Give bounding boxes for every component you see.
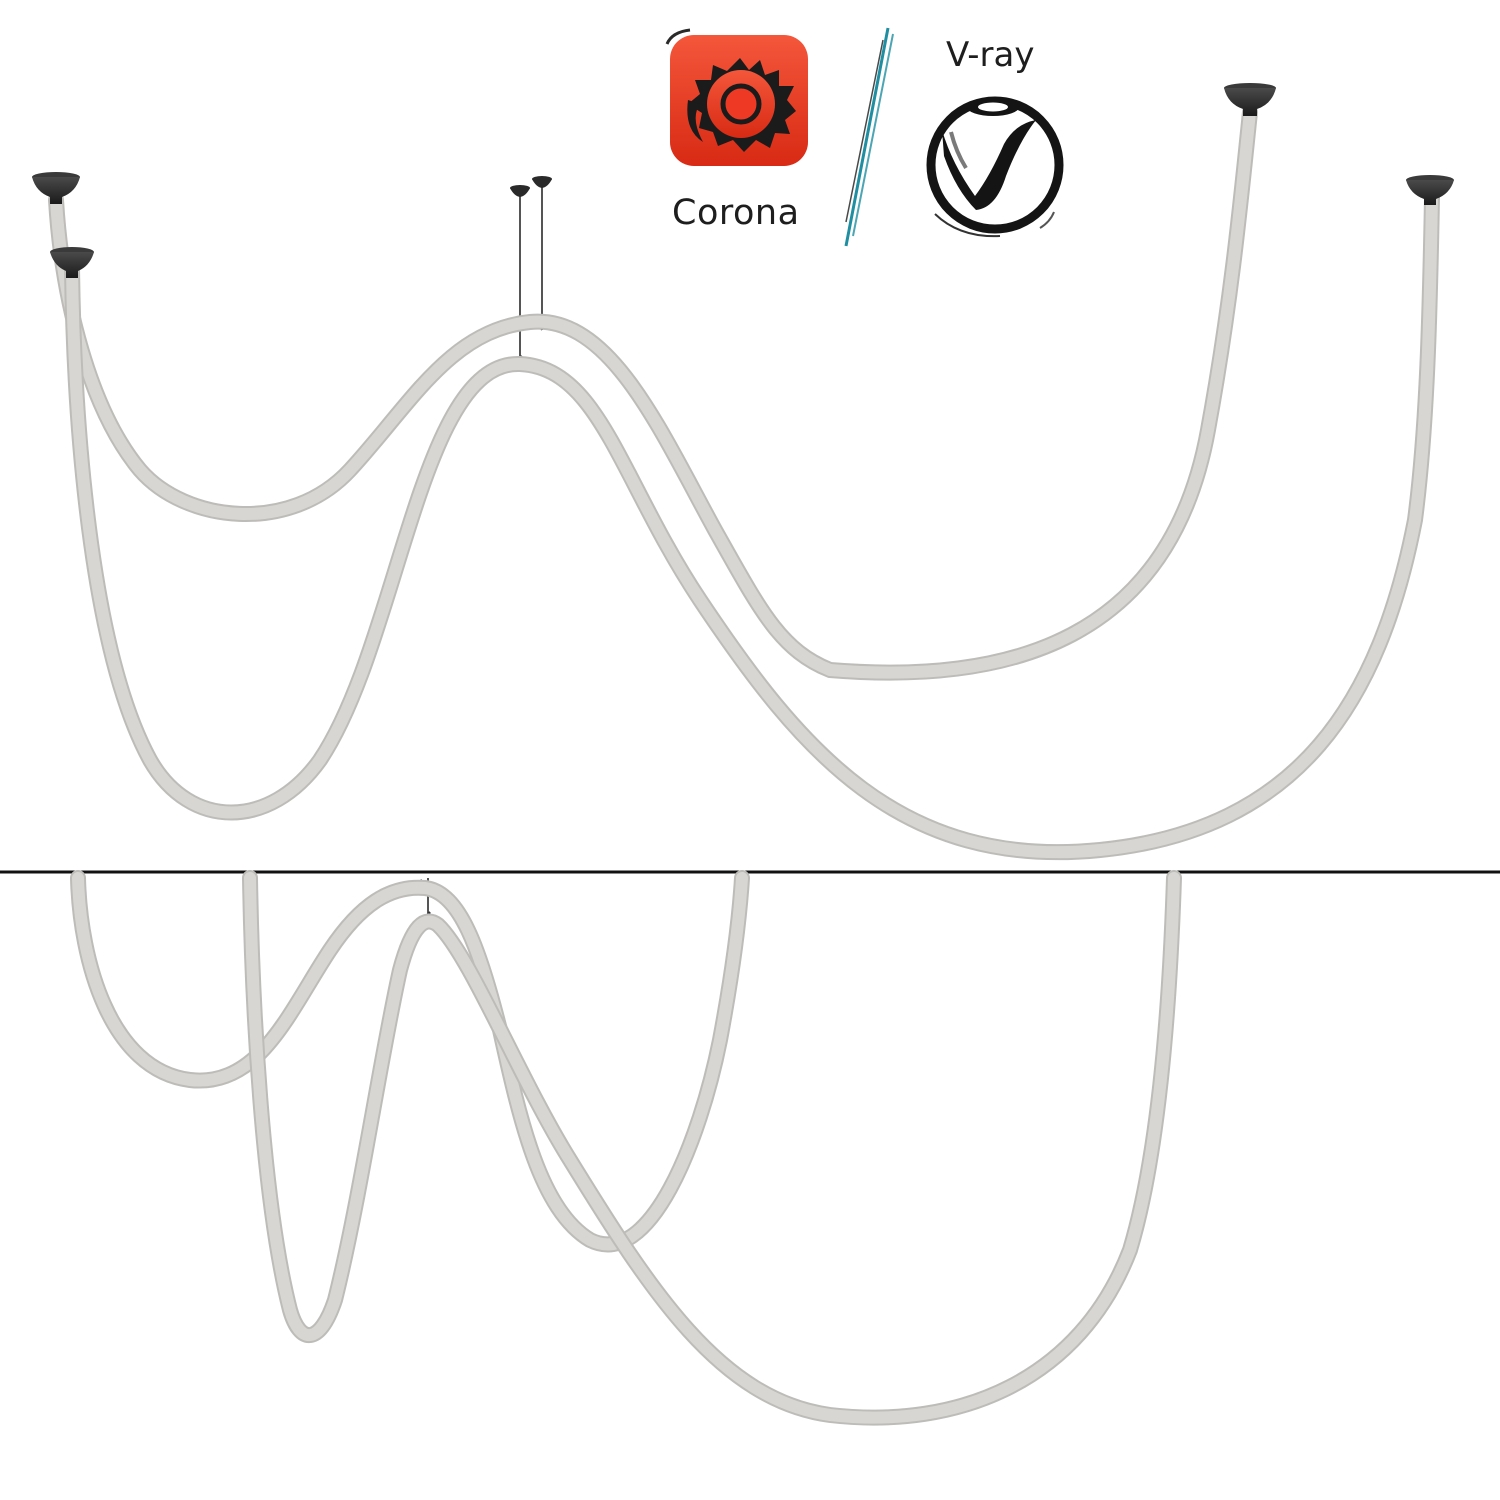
wire-mount [510,185,530,197]
pendant-cable [48,104,1258,681]
top-view [70,870,1182,1426]
ceiling-canopy [1406,175,1454,205]
ceiling-canopy [32,172,80,204]
pendant-cable [70,870,750,1253]
pendant-cable [242,870,1182,1426]
ceiling-canopy [50,247,94,278]
pendant-cable [64,190,1440,861]
wire-mount [532,176,552,188]
ceiling-canopy [1224,83,1276,116]
corona-renderer-icon [665,28,808,166]
corona-label: Corona [672,193,800,233]
vray-label: V-ray [946,35,1035,75]
slash-separator-icon [844,27,894,247]
front-view [32,83,1454,861]
vray-renderer-icon [926,96,1064,238]
